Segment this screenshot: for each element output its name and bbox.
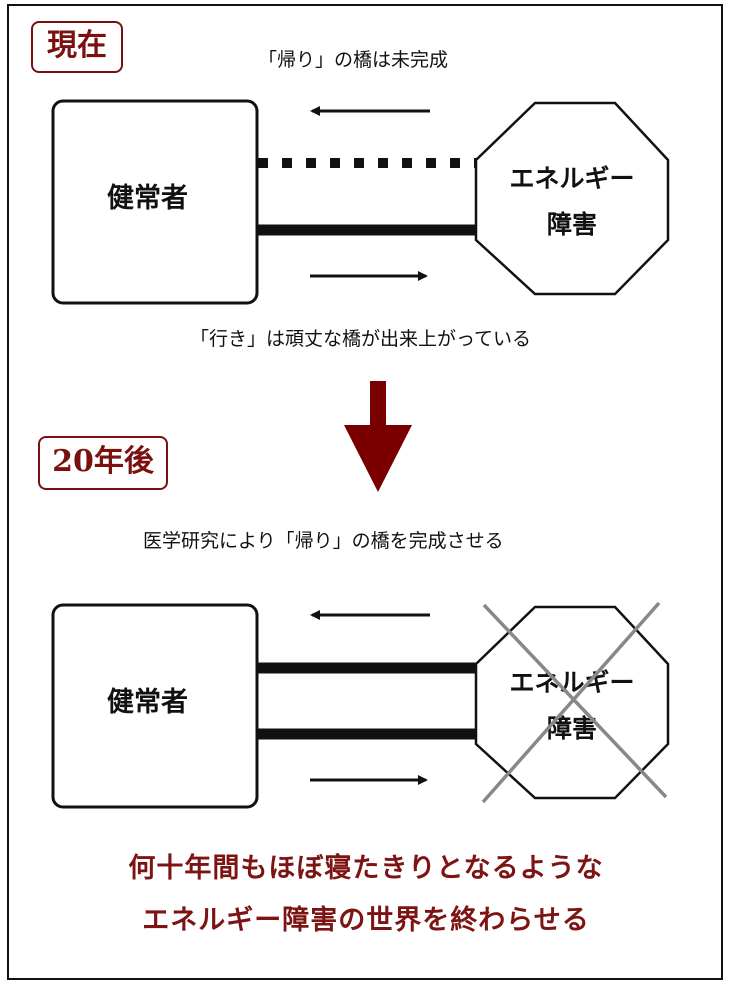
disorder-label-future-line1: エネルギー bbox=[509, 668, 635, 697]
healthy-label-future: 健常者 bbox=[107, 687, 188, 718]
badge-future: 20年後 bbox=[38, 436, 168, 490]
disorder-label-future: エネルギー 障害 bbox=[476, 660, 668, 752]
go-caption: 「行き」は頑丈な橋が出来上がっている bbox=[190, 328, 532, 350]
disorder-octagon bbox=[474, 101, 670, 296]
return-caption: 「帰り」の橋は未完成 bbox=[258, 49, 449, 71]
badge-now: 現在 bbox=[31, 21, 123, 73]
diagram-frame bbox=[7, 4, 723, 980]
healthy-box bbox=[51, 99, 259, 305]
conclusion-line2: エネルギー障害の世界を終わらせる bbox=[142, 905, 590, 936]
disorder-label-line1: エネルギー bbox=[509, 164, 635, 193]
healthy-box-future bbox=[51, 603, 259, 809]
conclusion-line1: 何十年間もほぼ寝たきりとなるような bbox=[128, 853, 604, 884]
disorder-label: エネルギー 障害 bbox=[476, 156, 668, 248]
healthy-label: 健常者 bbox=[107, 183, 188, 214]
disorder-label-future-line2: 障害 bbox=[546, 714, 597, 743]
disorder-label-line2: 障害 bbox=[546, 210, 597, 239]
down-arrow-icon bbox=[344, 381, 412, 492]
future-caption: 医学研究により「帰り」の橋を完成させる bbox=[143, 530, 504, 552]
